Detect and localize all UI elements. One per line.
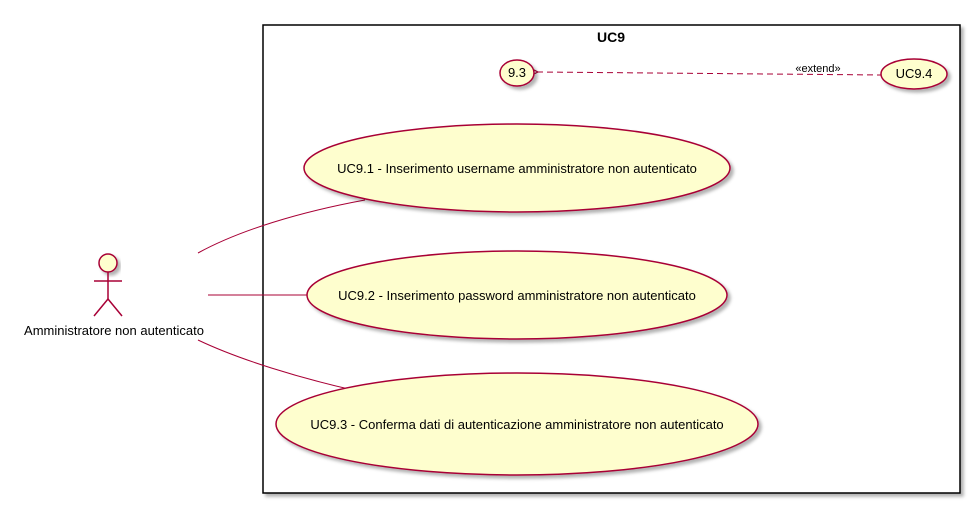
usecase-uc9-4[interactable]: UC9.4 [880,58,948,90]
associations [197,199,366,391]
boundary-title: UC9 [597,29,625,45]
usecase-uc9-3-label: UC9.3 - Conferma dati di autenticazione … [310,417,723,432]
usecase-uc9-3[interactable]: UC9.3 - Conferma dati di autenticazione … [275,372,759,476]
usecase-uc9-1-shape [303,123,731,213]
usecase-uc9-2-shape [306,250,728,340]
association-uc93 [197,339,354,391]
usecase-uc9-4-label: UC9.4 [896,66,933,81]
actor-figure[interactable] [93,253,123,317]
usecase-uc9-1-label: UC9.1 - Inserimento username amministrat… [337,161,697,176]
usecase-9-3-short[interactable]: 9.3 [499,59,535,87]
actor-label: Amministratore non autenticato [24,323,204,338]
extend-arrow [538,72,884,75]
actor-left-leg [93,298,109,317]
actor-right-leg [107,298,123,317]
usecase-uc9-2-label: UC9.2 - Inserimento password amministrat… [338,288,696,303]
actor-head [98,253,118,273]
extend-label: «extend» [795,63,840,75]
usecase-uc9-1[interactable]: UC9.1 - Inserimento username amministrat… [303,123,731,213]
usecase-9-3-short-shape [499,59,535,87]
usecase-uc9-3-shape [275,372,759,476]
extend-relation: «extend» [538,63,884,75]
usecase-uc9-2[interactable]: UC9.2 - Inserimento password amministrat… [306,250,728,340]
usecase-9-3-short-label: 9.3 [508,65,526,80]
association-uc91 [197,199,366,254]
usecase-uc9-4-shape [880,58,948,90]
